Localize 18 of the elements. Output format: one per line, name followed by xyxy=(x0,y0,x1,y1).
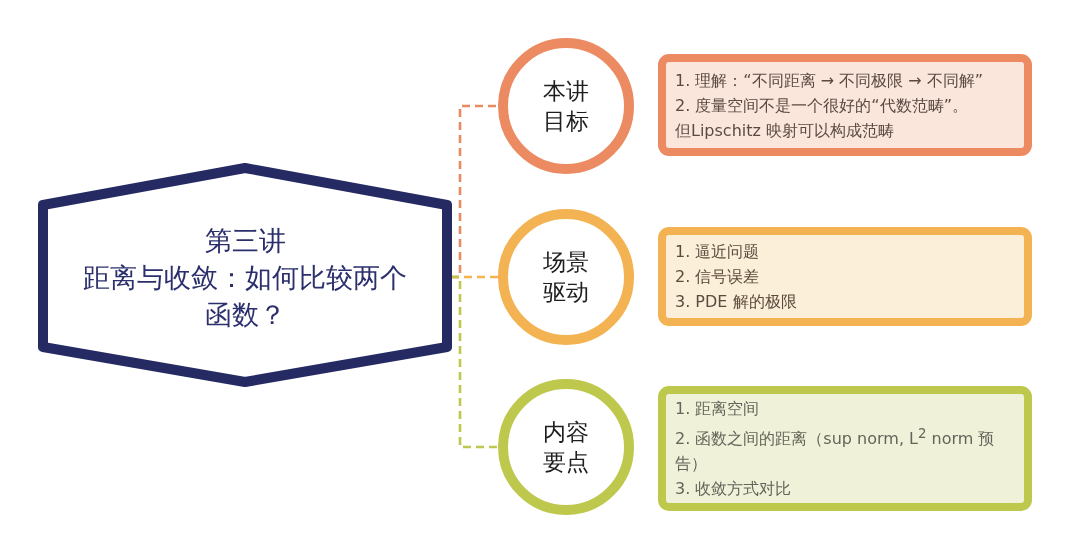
lecture-heading: 第三讲 xyxy=(204,223,286,258)
list-item: 3. 收敛方式对比 xyxy=(675,478,792,501)
note-box xyxy=(658,386,1032,511)
list-item: 1. 理解：“不同距离 → 不同极限 → 不同解” xyxy=(675,69,984,92)
topic-label: 内容要点 xyxy=(542,418,590,477)
topic-label: 本讲目标 xyxy=(542,77,590,136)
list-item: 2. 信号误差 xyxy=(675,266,760,288)
note-box xyxy=(658,54,1032,156)
title-hexagon xyxy=(38,163,452,387)
list-item: 1. 距离空间 xyxy=(675,397,760,420)
list-item: 3. PDE 解的极限 xyxy=(675,291,797,313)
dashed-connector xyxy=(451,275,499,449)
note-box xyxy=(658,227,1032,326)
lecture-title: 距离与收敛：如何比较两个函数？ xyxy=(82,260,408,332)
topic-label: 场景驱动 xyxy=(542,248,590,307)
list-item: 1. 逼近问题 xyxy=(675,241,760,263)
list-item: 2. 度量空间不是一个很好的“代数范畴”。但Lipschitz 映射可以构成范畴 xyxy=(675,94,969,142)
list-item: 2. 函数之间的距离（sup norm, L$^{2}$ norm 预告） xyxy=(675,424,996,476)
